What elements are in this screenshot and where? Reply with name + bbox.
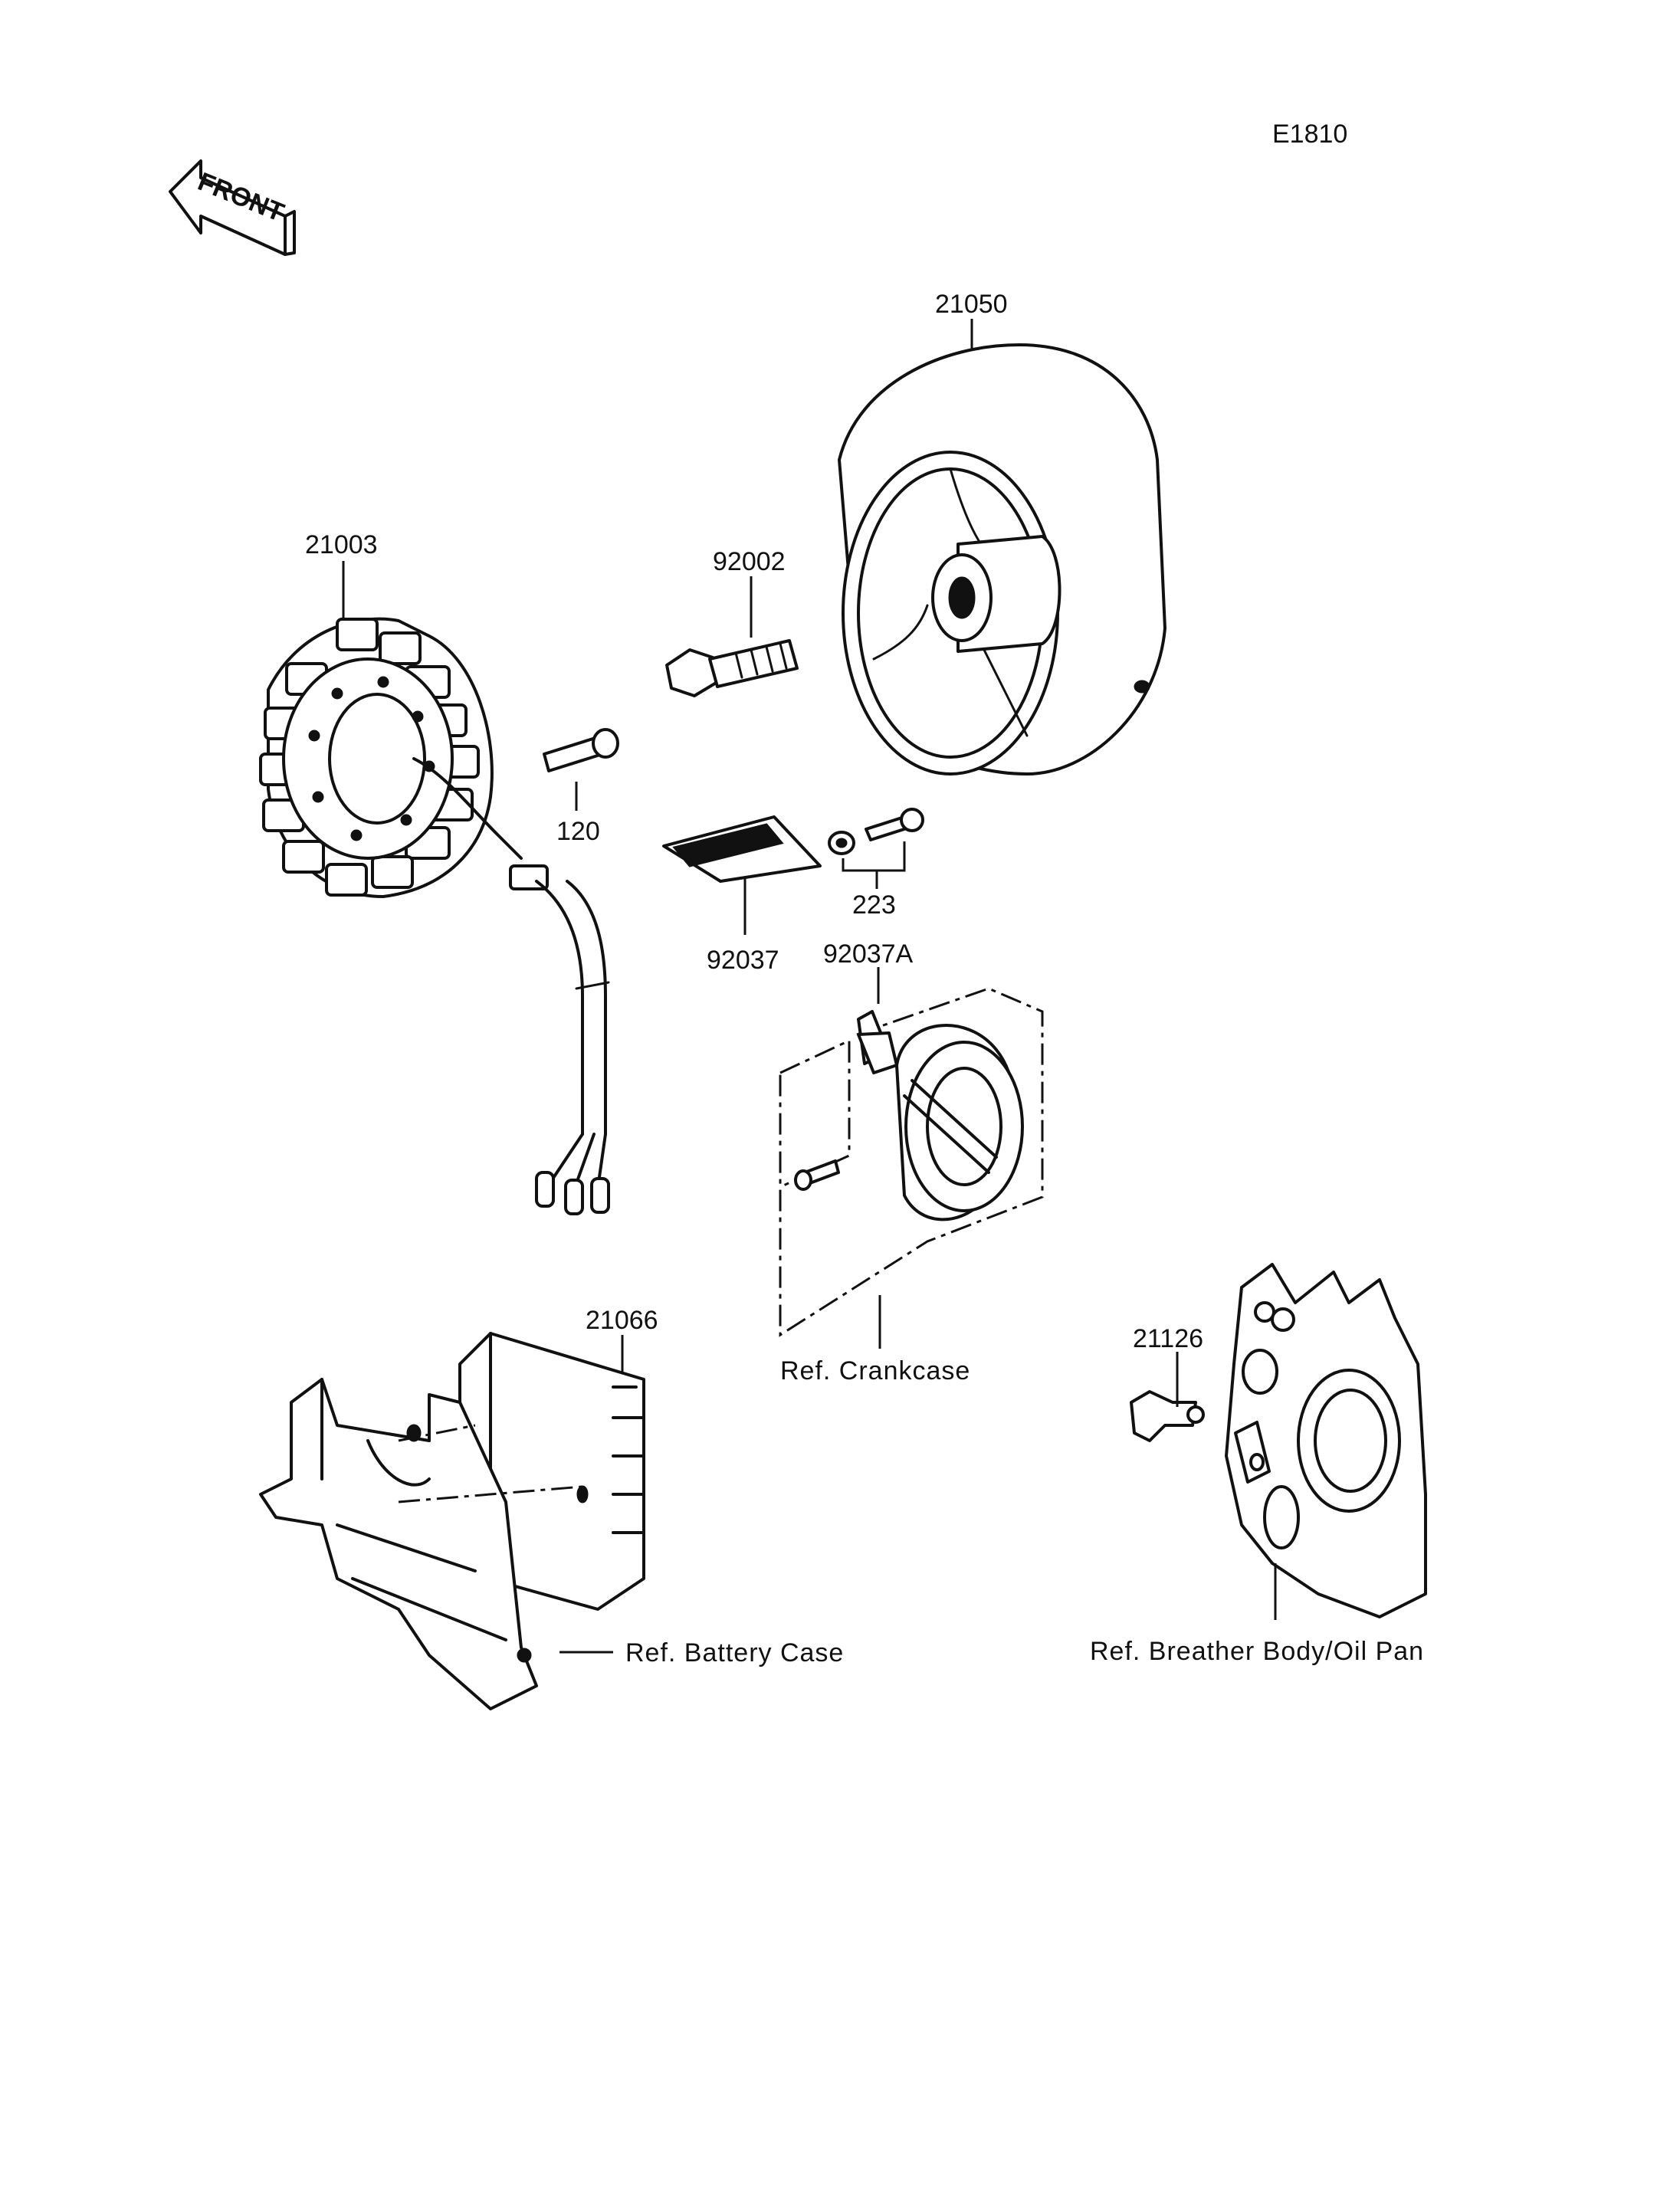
part-label-120: 120 [556, 817, 600, 846]
bolt-92002 [665, 576, 799, 697]
stator [259, 561, 610, 1215]
part-label-92002: 92002 [713, 547, 786, 576]
diagram-code: E1810 [1272, 120, 1347, 149]
breather-oil-pan [1130, 1263, 1427, 1620]
part-label-92037: 92037 [707, 946, 779, 975]
ref-battery-case: Ref. Battery Case [625, 1638, 844, 1667]
part-label-21003: 21003 [305, 530, 378, 559]
part-label-21126: 21126 [1133, 1324, 1203, 1353]
plate-92037 [662, 815, 822, 935]
part-label-21050: 21050 [935, 290, 1008, 319]
regulator-battery-case [259, 1332, 645, 1710]
bolt-120 [543, 728, 619, 811]
ref-breather-oil-pan: Ref. Breather Body/Oil Pan [1090, 1637, 1424, 1666]
screw-washer-223 [828, 808, 924, 889]
part-label-92037A: 92037A [823, 939, 914, 969]
flywheel [838, 319, 1166, 776]
part-label-21066: 21066 [586, 1306, 658, 1335]
part-label-223: 223 [852, 890, 896, 920]
front-arrow-icon: FRONT [169, 159, 296, 256]
ref-crankcase: Ref. Crankcase [780, 1356, 970, 1385]
inset-crankcase [779, 967, 1044, 1349]
